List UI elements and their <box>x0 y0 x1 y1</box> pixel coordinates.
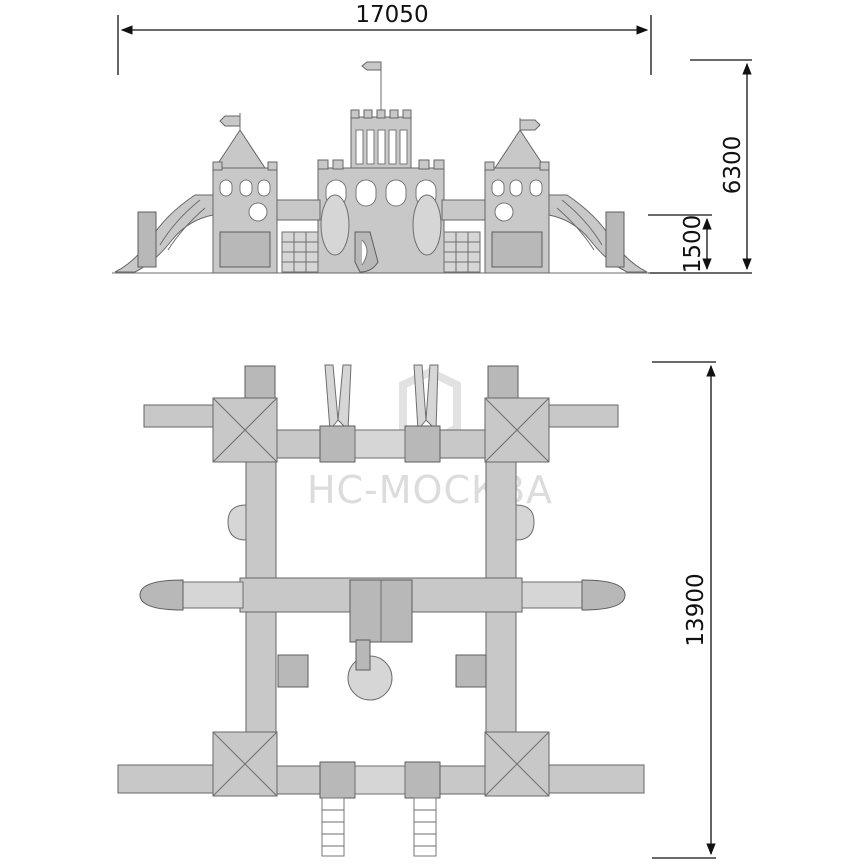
right-flag-icon <box>519 119 541 131</box>
bridge-left <box>273 199 321 221</box>
right-tower <box>484 118 550 274</box>
dimension-height-label: 6300 <box>720 136 746 195</box>
dimension-height: 6300 <box>648 59 752 274</box>
right-ladder <box>605 211 625 268</box>
plan-ladder-middle-left <box>182 581 244 609</box>
dimension-depth-label: 13900 <box>683 573 709 646</box>
dimension-depth: 13900 <box>652 361 716 859</box>
plan-stairs-top-right <box>487 365 519 399</box>
plan-ladder-bottom-left <box>321 797 345 857</box>
climbing-nets <box>281 231 481 273</box>
plan-bump-left <box>227 504 247 541</box>
plan-slide-b <box>337 364 352 432</box>
central-flag-icon <box>361 61 382 71</box>
bridge-right <box>441 199 489 221</box>
dimension-width-label: 17050 <box>355 2 428 28</box>
plan-end-right <box>581 579 626 611</box>
plan-stairs-inner-right <box>455 654 487 688</box>
plan-ladder-bottom-right <box>413 797 437 857</box>
plan-slide-top-left <box>143 404 215 428</box>
left-tower <box>212 113 278 274</box>
plan-bump-right <box>515 504 535 541</box>
plan-end-left <box>139 579 184 611</box>
left-dragon-slide <box>114 194 214 273</box>
central-wall <box>317 159 445 274</box>
plan-tunnel-top <box>354 429 406 459</box>
left-ladder <box>137 211 157 268</box>
plan-view <box>117 364 645 857</box>
plan-stairs-top-left <box>244 365 276 399</box>
plan-slide-a <box>324 364 339 432</box>
right-dragon-slide <box>548 194 648 273</box>
front-elevation <box>112 61 650 274</box>
plan-ladder-middle-right <box>521 581 583 609</box>
plan-stairs-inner-left <box>277 654 309 688</box>
plan-dragon-slide-right <box>548 764 645 794</box>
left-flag-icon <box>219 115 241 127</box>
plan-slide-top-right <box>547 404 619 428</box>
dimension-platform: 1500 <box>648 214 712 274</box>
dimension-width: 17050 <box>117 2 652 75</box>
plan-tunnel-bottom <box>354 765 406 795</box>
central-tower <box>350 61 412 176</box>
plan-dragon-slide-left <box>117 764 214 794</box>
dimension-platform-label: 1500 <box>680 215 706 274</box>
